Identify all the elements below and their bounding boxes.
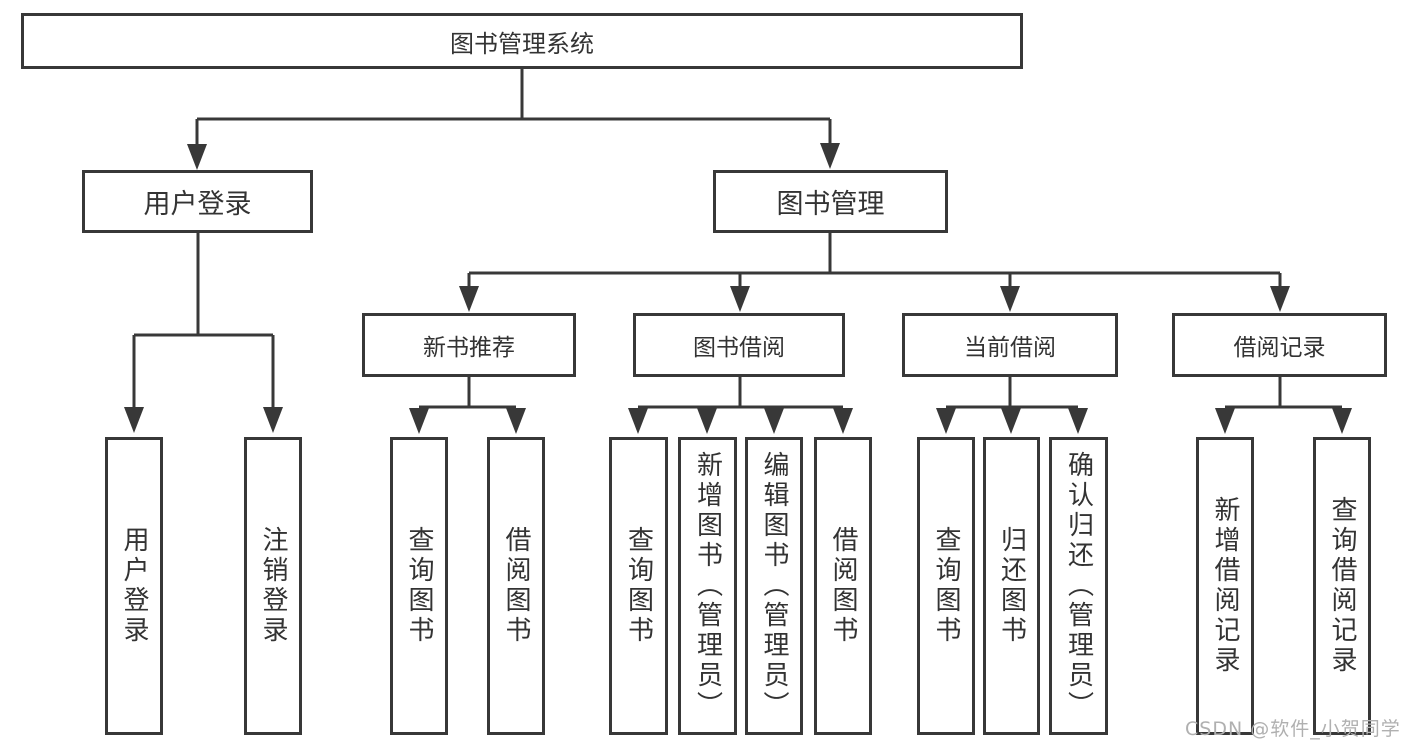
leaf-current-query-book: 查询图书 [917, 437, 975, 735]
leaf-borrow-add-book-admin: 新增图书（管理员） [678, 437, 737, 735]
arrowheads [124, 143, 1352, 434]
leaf-label: 新增图书（管理员） [692, 451, 723, 721]
leaf-recommend-query-book: 查询图书 [390, 437, 448, 735]
node-book-borrowing: 图书借阅 [633, 313, 845, 377]
leaf-label: 查询图书 [623, 526, 654, 646]
leaf-label: 确认归还（管理员） [1063, 451, 1094, 721]
csdn-watermark: CSDN @软件_小贺同学 [1185, 718, 1401, 740]
node-new-book-recommend: 新书推荐 [362, 313, 576, 377]
leaf-borrow-edit-book-admin: 编辑图书（管理员） [745, 437, 803, 735]
leaf-label: 归还图书 [996, 526, 1027, 646]
leaf-label: 新增借阅记录 [1210, 496, 1240, 676]
connector-userlogin-to-leaves [132, 233, 275, 409]
connector-borrow-to-leaves [638, 377, 843, 409]
leaf-logout: 注销登录 [244, 437, 302, 735]
leaf-borrow-query-book: 查询图书 [609, 437, 668, 735]
leaf-records-add-record: 新增借阅记录 [1196, 437, 1254, 735]
leaf-recommend-borrow-book: 借阅图书 [487, 437, 545, 735]
leaf-current-confirm-return-admin: 确认归还（管理员） [1049, 437, 1108, 735]
leaf-label: 查询借阅记录 [1327, 496, 1357, 676]
node-borrowing-records: 借阅记录 [1172, 313, 1387, 377]
connector-current-to-leaves [946, 377, 1078, 409]
leaf-label: 借阅图书 [501, 526, 531, 646]
node-book-management: 图书管理 [713, 170, 948, 233]
node-library-system-root: 图书管理系统 [21, 13, 1023, 69]
leaf-label: 借阅图书 [828, 526, 858, 646]
connector-records-to-leaves [1225, 377, 1342, 409]
leaf-label: 注销登录 [258, 526, 288, 646]
leaf-label: 编辑图书（管理员） [759, 451, 789, 721]
leaf-user-login: 用户登录 [105, 437, 163, 735]
connector-recommend-to-leaves [419, 377, 516, 409]
connector-root-to-level2 [195, 68, 832, 146]
node-user-login: 用户登录 [82, 170, 313, 233]
leaf-label: 用户登录 [119, 526, 149, 646]
leaf-records-query-record: 查询借阅记录 [1313, 437, 1371, 735]
leaf-label: 查询图书 [404, 526, 434, 646]
leaf-borrow-borrow-book: 借阅图书 [814, 437, 872, 735]
node-current-borrowing: 当前借阅 [902, 313, 1118, 377]
leaf-label: 查询图书 [931, 526, 961, 646]
leaf-current-return-book: 归还图书 [983, 437, 1040, 735]
connector-bookmgmt-to-level3 [467, 233, 1282, 288]
